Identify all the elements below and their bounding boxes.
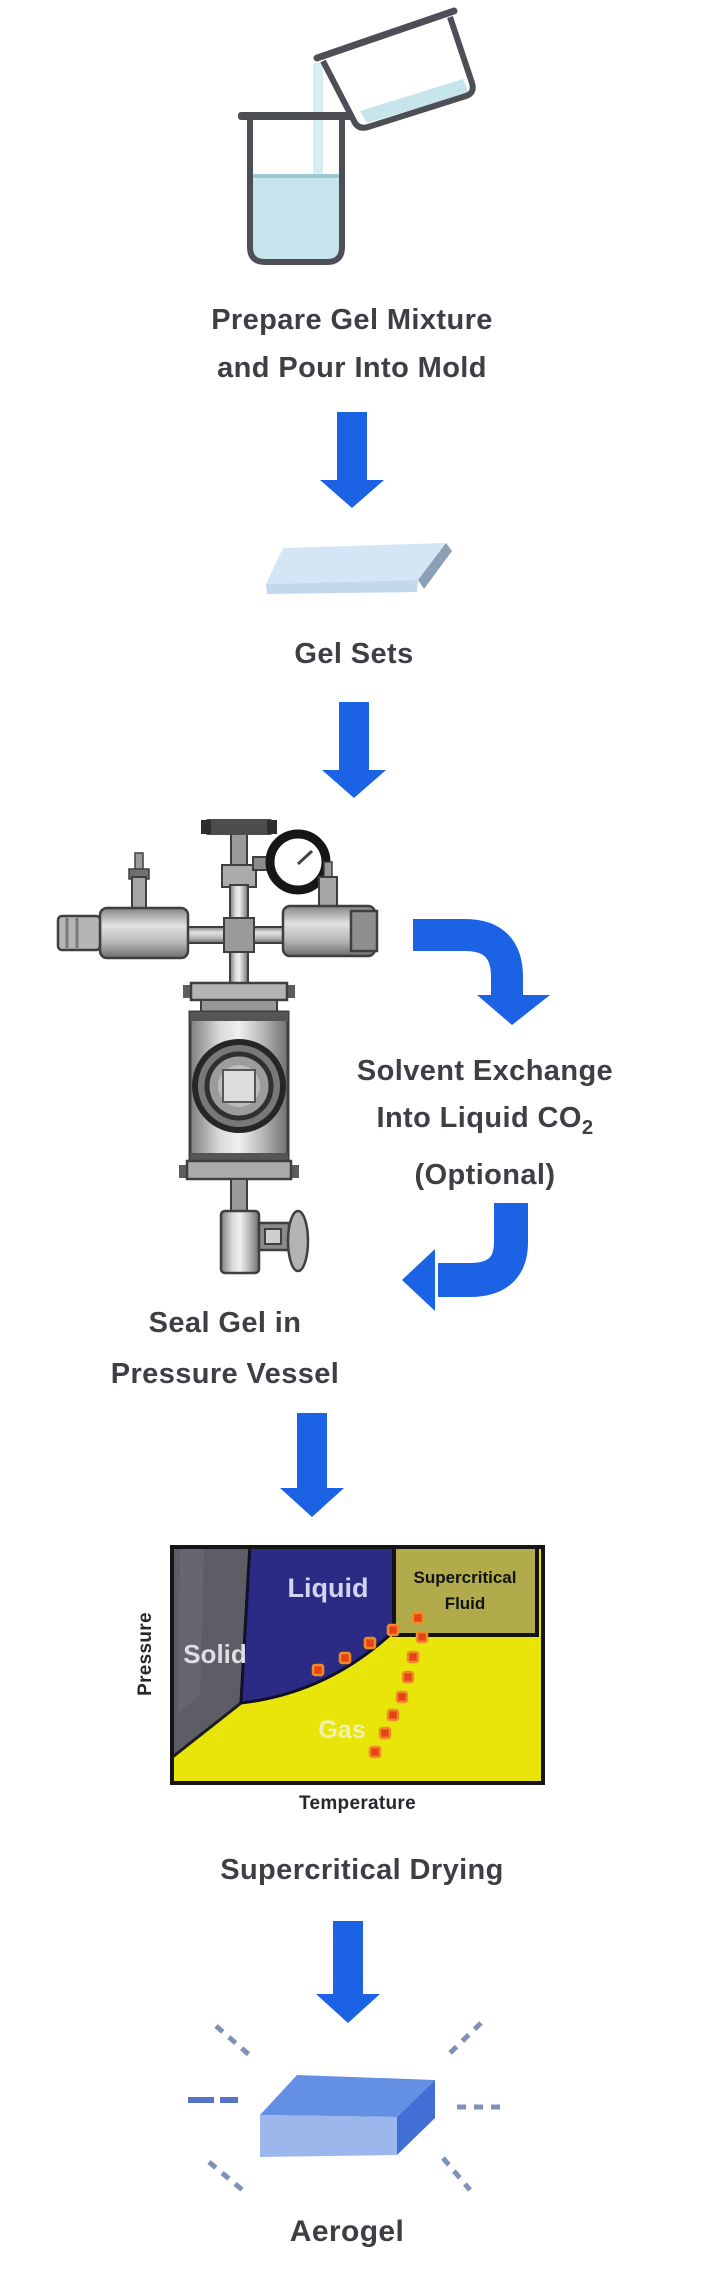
step-label-aerogel: Aerogel [87,2208,607,2256]
seal-line-1: Seal Gel in [148,1307,302,1339]
solvent-line-1: Solvent Exchange [356,1055,614,1087]
step-label-seal-gel: Seal Gel in Pressure Vessel [0,1298,450,1400]
gel-slab-icon [266,543,452,594]
region-label-liquid: Liquid [288,1573,369,1603]
drying-text: Supercritical Drying [220,1854,504,1886]
prepare-line-1: Prepare Gel Mixture [211,304,493,336]
pour-beakers-icon [238,7,476,265]
step-label-drying: Supercritical Drying [102,1846,622,1894]
region-label-supercritical-1: Supercritical [414,1568,517,1587]
valve-handle-icon [286,1209,310,1273]
aerogel-text: Aerogel [289,2215,405,2248]
sparkle-rays [207,2021,500,2195]
arrow-down-icon [320,412,384,508]
prepare-line-2: and Pour Into Mold [217,352,487,384]
step-label-prepare: Prepare Gel Mixture and Pour Into Mold [92,296,612,392]
region-label-gas: Gas [318,1716,365,1744]
pour-stream [313,63,323,181]
solvent-line-3: (Optional) [414,1158,556,1191]
step-label-solvent-exchange: Solvent Exchange Into Liquid CO2 (Option… [330,1048,640,1199]
curved-arrow-down-left-icon [402,1203,528,1311]
arrow-down-icon [322,702,386,798]
region-label-solid: Solid [183,1639,247,1669]
gel-sets-text: Gel Sets [294,638,414,670]
phase-diagram-plot: Solid Liquid Gas Supercritical Fluid [170,1545,545,1785]
aerogel-top-face [260,2075,435,2117]
x-axis-label: Temperature [299,1793,416,1814]
aerogel-front-face [260,2115,397,2157]
step-label-gel-sets: Gel Sets [94,630,614,678]
aerogel-icon [188,2021,500,2195]
curved-arrow-right-down-icon [413,919,550,1025]
pressure-vessel-icon [56,819,379,1275]
arrow-down-icon [316,1921,380,2023]
seal-line-2: Pressure Vessel [110,1358,340,1390]
region-label-supercritical-2: Fluid [445,1594,486,1613]
arrow-down-icon [280,1413,344,1517]
phase-diagram: Pressure Solid Liquid Gas Supercritical … [128,1545,558,1825]
process-path-dots [311,1611,429,1759]
aerogel-side-face [397,2080,435,2155]
y-axis-label: Pressure [135,1612,156,1696]
solvent-line-2: Into Liquid CO2 [376,1102,594,1139]
